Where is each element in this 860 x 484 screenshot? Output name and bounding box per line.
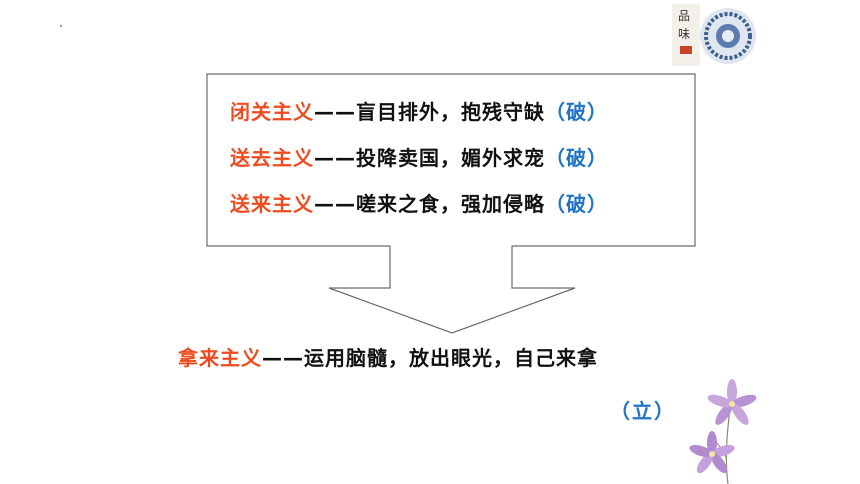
line-send-out: 送去主义——投降卖国，媚外求宠（破） (230, 144, 608, 172)
seal-logo-icon: 品 味 (672, 4, 756, 66)
term-tag: （破） (545, 100, 608, 124)
line-closed-door: 闭关主义——盲目排外，抱残守缺（破） (230, 98, 608, 126)
term-desc: ——盲目排外，抱残守缺 (314, 100, 545, 124)
flower-decoration-icon (689, 379, 757, 484)
term-label: 送去主义 (230, 146, 314, 170)
svg-text:味: 味 (678, 27, 690, 41)
svg-text:品: 品 (678, 9, 690, 23)
term-desc: ——投降卖国，媚外求宠 (314, 146, 545, 170)
term-desc: ——嗟来之食，强加侵略 (314, 192, 545, 216)
term-label: 送来主义 (230, 192, 314, 216)
frame-with-arrow (206, 73, 696, 334)
line-send-in: 送来主义——嗟来之食，强加侵略（破） (230, 190, 608, 218)
conclusion-line: 拿来主义——运用脑髓，放出眼光，自己来拿 (178, 344, 598, 372)
term-label: 闭关主义 (230, 100, 314, 124)
conclusion-tag: （立） (610, 399, 676, 423)
decorative-dot (60, 25, 62, 27)
term-tag: （破） (545, 146, 608, 170)
conclusion-term: 拿来主义 (178, 346, 262, 370)
conclusion-desc: ——运用脑髓，放出眼光，自己来拿 (262, 346, 598, 370)
term-tag: （破） (545, 192, 608, 216)
